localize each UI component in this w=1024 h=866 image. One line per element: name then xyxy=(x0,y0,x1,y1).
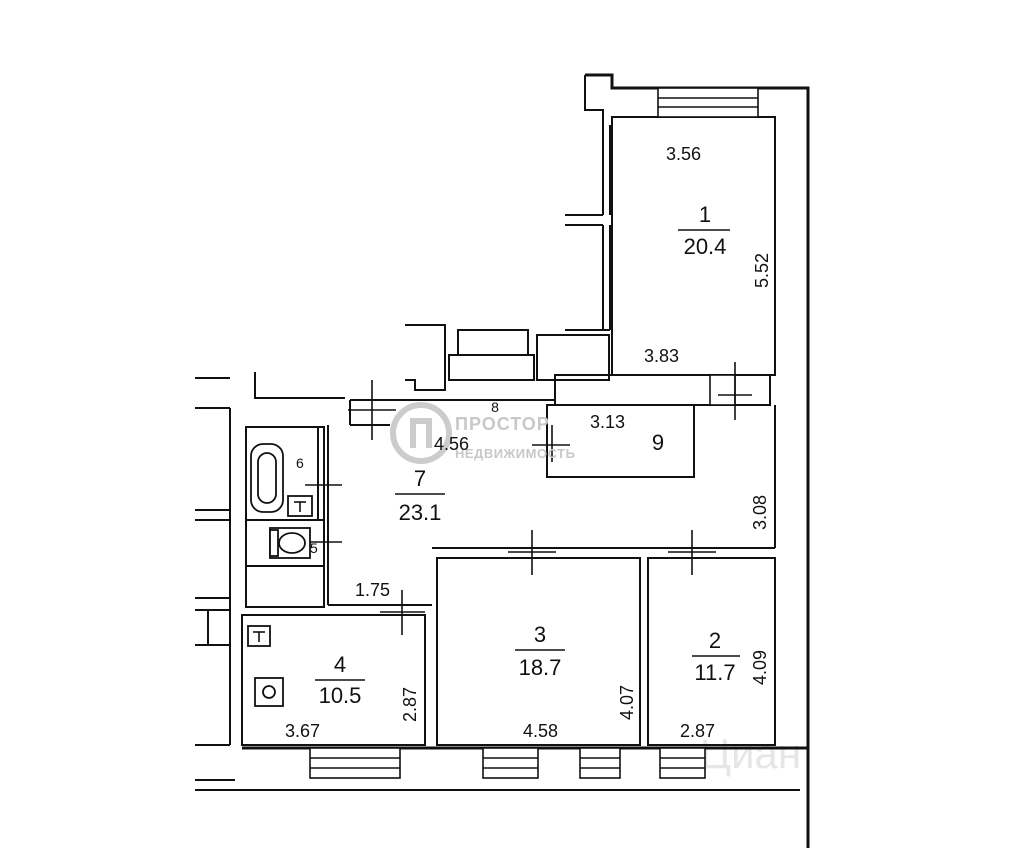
logo-tagline: НЕДВИЖИМОСТЬ xyxy=(455,446,575,461)
room-7-number: 7 xyxy=(414,466,426,491)
dim-r1-bottom: 3.83 xyxy=(644,346,679,366)
room-6-number: 6 xyxy=(296,455,304,471)
dim-r4-bottom: 3.67 xyxy=(285,721,320,741)
room-1-number: 1 xyxy=(699,202,711,227)
dim-r3-side: 4.07 xyxy=(617,685,637,720)
room-5-number: 5 xyxy=(310,540,318,556)
logo-icon xyxy=(390,402,452,464)
dim-r2-side: 4.09 xyxy=(750,650,770,685)
dim-r4-side: 2.87 xyxy=(400,687,420,722)
dim-r1-side: 5.52 xyxy=(752,253,772,288)
fixtures xyxy=(247,443,313,707)
watermark-text: Циан xyxy=(700,730,801,777)
dim-r1-top: 3.56 xyxy=(666,144,701,164)
room-3-area: 18.7 xyxy=(519,655,562,680)
company-logo xyxy=(390,402,452,464)
dim-corridor: 1.75 xyxy=(355,580,390,600)
room-9-number: 9 xyxy=(652,430,664,455)
logo-name: ПРОСТОР xyxy=(455,414,550,434)
room-4-number: 4 xyxy=(334,652,346,677)
room-1-area: 20.4 xyxy=(684,234,727,259)
room-8-number: 8 xyxy=(491,399,499,415)
windows xyxy=(309,87,759,779)
room-4-area: 10.5 xyxy=(319,683,362,708)
dim-r2-bottom: 2.87 xyxy=(680,721,715,741)
dim-hall-side: 3.08 xyxy=(750,495,770,530)
room-2-number: 2 xyxy=(709,628,721,653)
room-2-area: 11.7 xyxy=(694,660,735,685)
dim-r9-width: 3.13 xyxy=(590,412,625,432)
dim-r3-bottom: 4.58 xyxy=(523,721,558,741)
room-7-area: 23.1 xyxy=(399,500,442,525)
dim-hall-width: 4.56 xyxy=(434,434,469,454)
room-3-number: 3 xyxy=(534,622,546,647)
doors xyxy=(305,362,752,635)
